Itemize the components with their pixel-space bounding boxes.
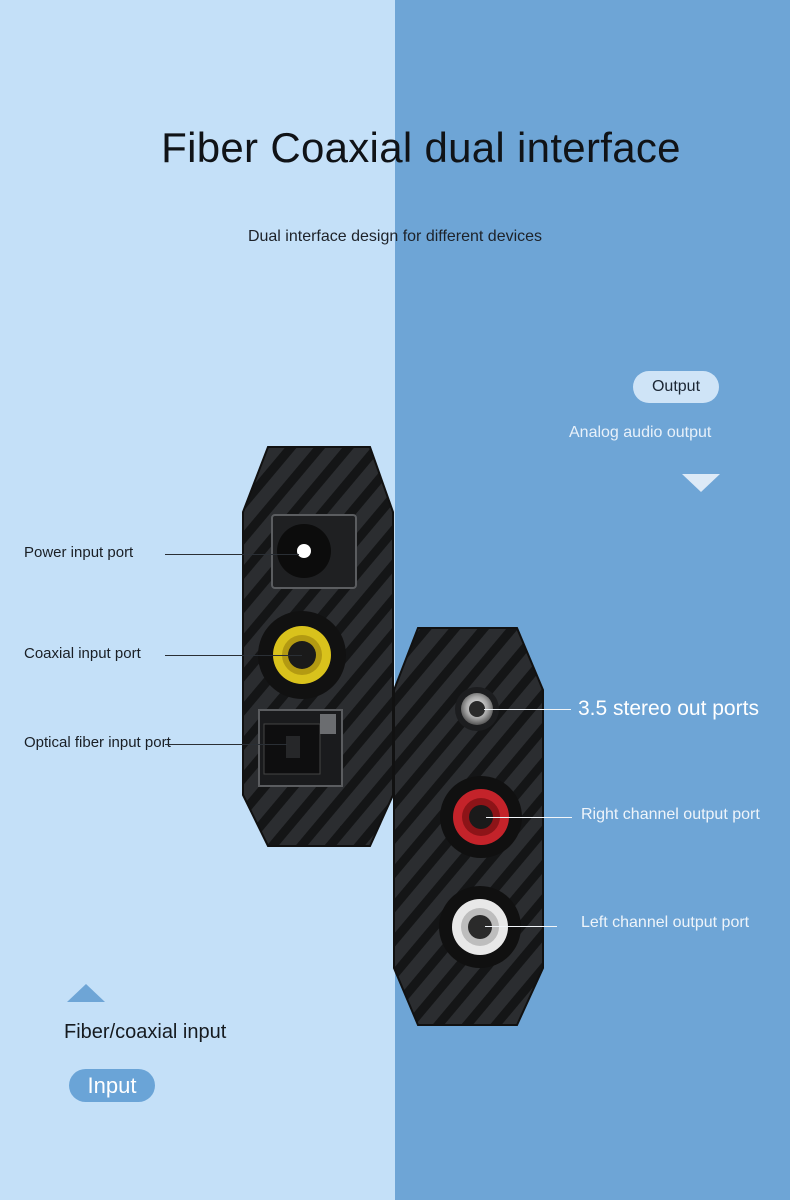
output-device (393, 627, 544, 1026)
coaxial-callout-line (165, 655, 302, 656)
stereo-output-label: 3.5 stereo out ports (578, 697, 759, 720)
optical-input-label: Optical fiber input port (24, 734, 171, 751)
left-channel-port-icon (439, 886, 521, 968)
power-input-label: Power input port (24, 544, 134, 561)
triangle-down-icon (682, 474, 720, 492)
stereo-callout-line (484, 709, 571, 710)
output-description: Analog audio output (569, 424, 712, 441)
coaxial-input-label: Coaxial input port (24, 645, 141, 662)
optical-port-icon (258, 709, 343, 787)
left-channel-label: Left channel output port (581, 914, 750, 931)
input-description: Fiber/coaxial input (64, 1021, 227, 1043)
right-channel-label: Right channel output port (581, 806, 760, 823)
coaxial-port-icon (258, 611, 346, 699)
page-subtitle: Dual interface design for different devi… (247, 228, 543, 245)
power-port-icon (271, 514, 357, 589)
right-channel-port-icon (440, 776, 522, 858)
left-channel-callout-line (485, 926, 557, 927)
stereo-jack-icon (455, 687, 499, 731)
output-badge: Output (633, 371, 719, 403)
input-badge: Input (69, 1069, 155, 1102)
input-device (242, 446, 394, 847)
power-callout-line (165, 554, 299, 555)
optical-callout-line (165, 744, 287, 745)
triangle-up-icon (67, 984, 105, 1002)
right-channel-callout-line (486, 817, 572, 818)
page-title: Fiber Coaxial dual interface (161, 124, 681, 171)
